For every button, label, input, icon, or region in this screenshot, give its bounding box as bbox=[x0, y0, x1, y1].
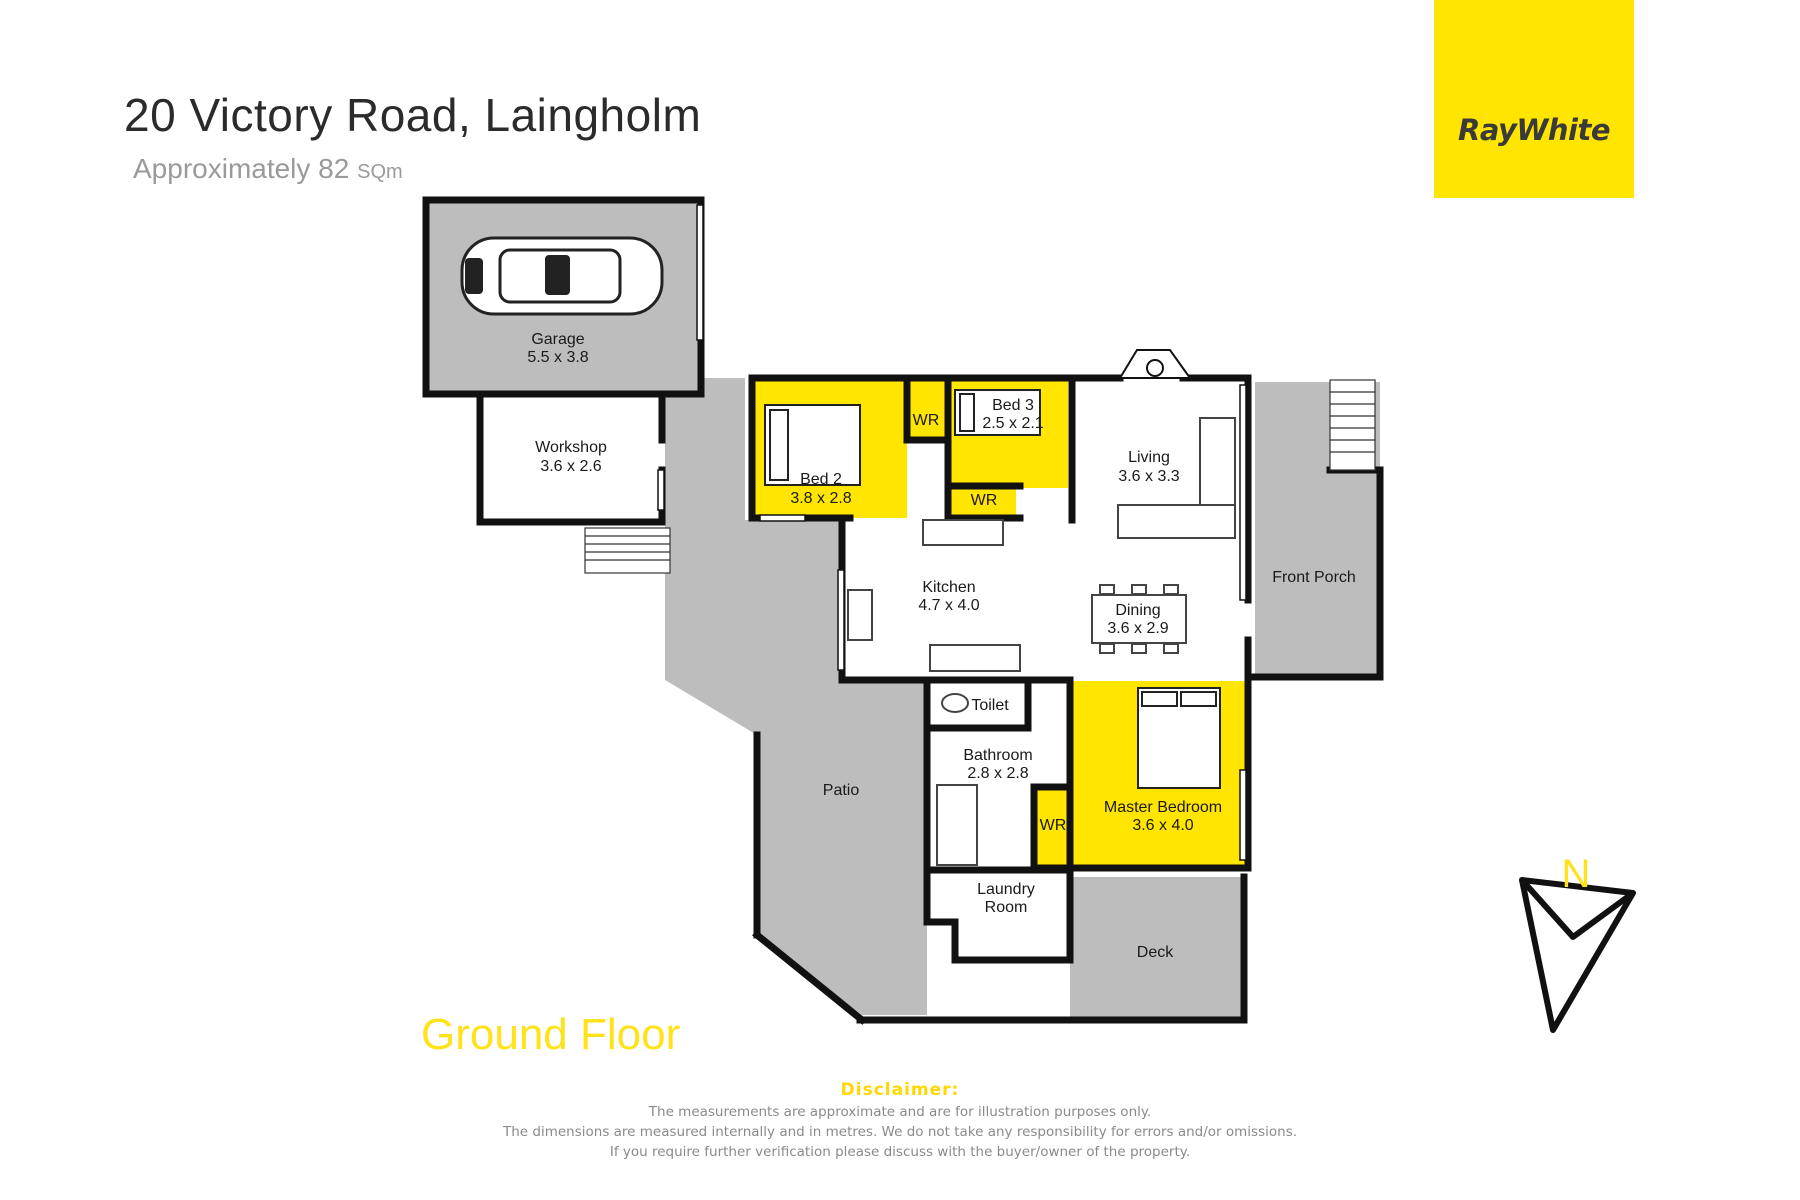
disclaimer-line-2: The dimensions are measured internally a… bbox=[502, 1124, 1298, 1140]
front-porch-label: Front Porch bbox=[1272, 569, 1356, 586]
workshop-window bbox=[657, 469, 665, 511]
raywhite-logo[interactable]: RayWhite bbox=[1434, 0, 1634, 198]
patio-area bbox=[652, 378, 927, 1015]
master-window bbox=[1239, 769, 1247, 861]
floor-area: Approximately 82 SQm bbox=[133, 153, 403, 185]
toilet-label: Toilet bbox=[971, 697, 1009, 714]
floor-area-value: Approximately 82 bbox=[133, 153, 350, 184]
bed3-bed bbox=[954, 389, 1041, 436]
porch-stairs bbox=[1329, 379, 1376, 471]
wr2-fill bbox=[948, 488, 1016, 518]
living-dims: 3.6 x 3.3 bbox=[1118, 468, 1179, 485]
floor-area-unit: SQm bbox=[357, 161, 403, 183]
compass-n-label: N bbox=[1562, 852, 1591, 896]
dining-table bbox=[1091, 584, 1187, 654]
wr1-label: WR bbox=[913, 412, 940, 429]
living-window bbox=[1239, 384, 1247, 601]
dining-dims: 3.6 x 2.9 bbox=[1107, 620, 1168, 637]
kitchen-bench bbox=[847, 519, 1021, 672]
bathtub bbox=[936, 784, 978, 866]
bed2-window bbox=[759, 514, 806, 522]
property-address: 20 Victory Road, Laingholm bbox=[124, 89, 702, 141]
garage-label: Garage bbox=[531, 331, 584, 348]
bed2-bed bbox=[764, 404, 861, 486]
laundry-walls bbox=[923, 866, 1074, 964]
master-label: Master Bedroom bbox=[1104, 799, 1222, 816]
toilet-fixture bbox=[941, 693, 969, 713]
disclaimer-line-3: If you require further verification plea… bbox=[609, 1144, 1191, 1160]
bathroom-dims: 2.8 x 2.8 bbox=[967, 765, 1028, 782]
logo-text: RayWhite bbox=[1457, 113, 1611, 147]
deck-label: Deck bbox=[1137, 944, 1174, 961]
wr1-fill bbox=[907, 378, 945, 438]
garage-window bbox=[696, 204, 704, 341]
wr2-label: WR bbox=[971, 492, 998, 509]
laundry-label-2: Room bbox=[985, 899, 1028, 916]
laundry-label-1: Laundry bbox=[977, 881, 1035, 898]
bed3-dims: 2.5 x 2.1 bbox=[982, 415, 1043, 432]
disclaimer: Disclaimer: The measurements are approxi… bbox=[0, 1080, 1800, 1162]
workshop-dims: 3.6 x 2.6 bbox=[540, 458, 601, 475]
patio-west-wall-b bbox=[752, 930, 867, 1025]
patio-label: Patio bbox=[823, 782, 860, 799]
garage-dims: 5.5 x 3.8 bbox=[527, 349, 588, 366]
fireplace bbox=[1118, 349, 1192, 379]
workshop-label: Workshop bbox=[535, 439, 607, 456]
wr3-label: WR bbox=[1040, 817, 1067, 834]
bed2-label: Bed 2 bbox=[800, 471, 842, 488]
bed2-dims: 3.8 x 2.8 bbox=[790, 490, 851, 507]
disclaimer-line-1: The measurements are approximate and are… bbox=[648, 1104, 1152, 1120]
disclaimer-heading: Disclaimer: bbox=[840, 1080, 960, 1100]
master-bed bbox=[1137, 687, 1221, 789]
living-label: Living bbox=[1128, 449, 1170, 466]
north-compass-icon: N bbox=[1519, 852, 1636, 1033]
floor-name: Ground Floor bbox=[421, 1010, 681, 1059]
car-icon bbox=[460, 236, 664, 316]
dining-label: Dining bbox=[1115, 602, 1160, 619]
deck-area bbox=[1070, 877, 1244, 1020]
house-top-wall bbox=[748, 374, 1124, 522]
kitchen-label: Kitchen bbox=[922, 579, 975, 596]
kitchen-dims: 4.7 x 4.0 bbox=[918, 597, 979, 614]
workshop-stairs bbox=[584, 527, 671, 574]
sofa bbox=[1117, 417, 1236, 539]
master-dims: 3.6 x 4.0 bbox=[1132, 817, 1193, 834]
bathroom-label: Bathroom bbox=[963, 747, 1032, 764]
kitchen-window bbox=[837, 569, 845, 671]
bed3-label: Bed 3 bbox=[992, 397, 1034, 414]
